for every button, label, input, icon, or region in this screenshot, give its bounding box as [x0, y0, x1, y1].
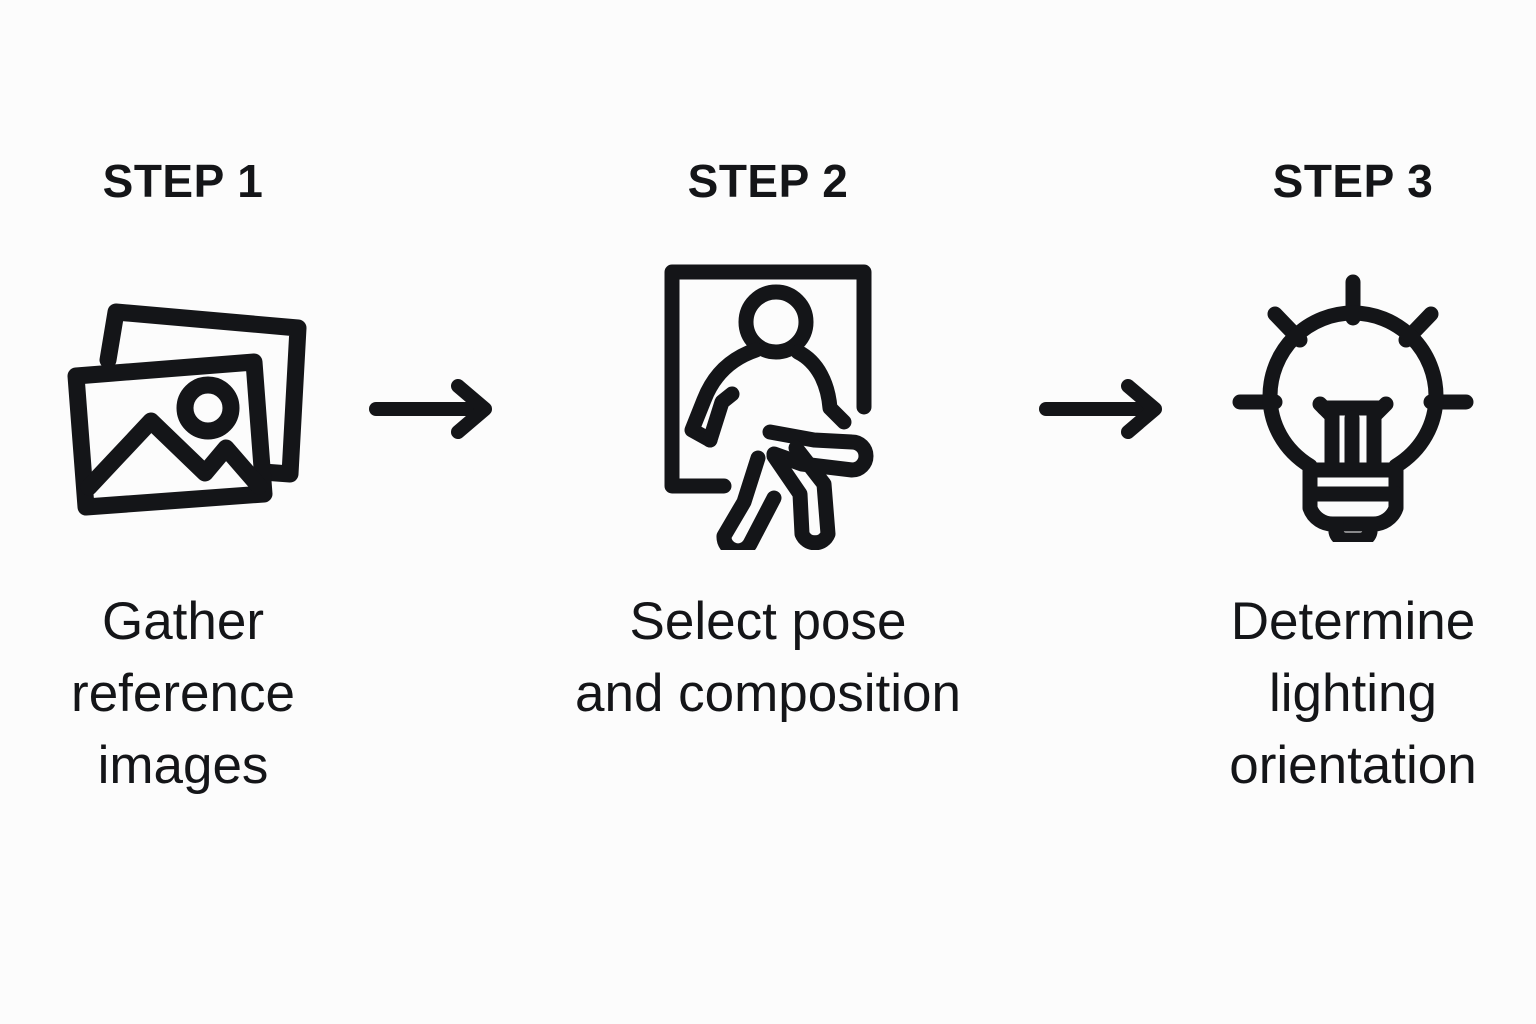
step-2-icon-wrap	[662, 264, 874, 550]
arrow-right-icon	[368, 378, 498, 440]
step-1-heading: STEP 1	[102, 155, 264, 207]
arrow-right-icon	[1038, 378, 1168, 440]
step-3-icon-wrap	[1228, 266, 1478, 546]
step-3-caption: Determine lighting orientation	[1229, 592, 1477, 796]
step-2-caption: Select pose and composition	[575, 592, 961, 724]
step-card-3: STEP 3	[1188, 0, 1518, 802]
step-1-icon-wrap	[57, 266, 309, 546]
step-3-heading: STEP 3	[1272, 155, 1434, 207]
step-2-heading: STEP 2	[687, 155, 849, 207]
step-1-caption: Gather reference images	[71, 592, 295, 796]
connector-2	[1018, 0, 1188, 440]
connector-1	[348, 0, 518, 440]
light-bulb-icon	[1228, 270, 1478, 542]
step-card-1: STEP 1 Gather reference images	[18, 0, 348, 802]
walking-person-frame-icon	[662, 262, 874, 550]
images-stack-icon	[57, 288, 309, 524]
step-card-2: STEP 2	[518, 0, 1018, 730]
